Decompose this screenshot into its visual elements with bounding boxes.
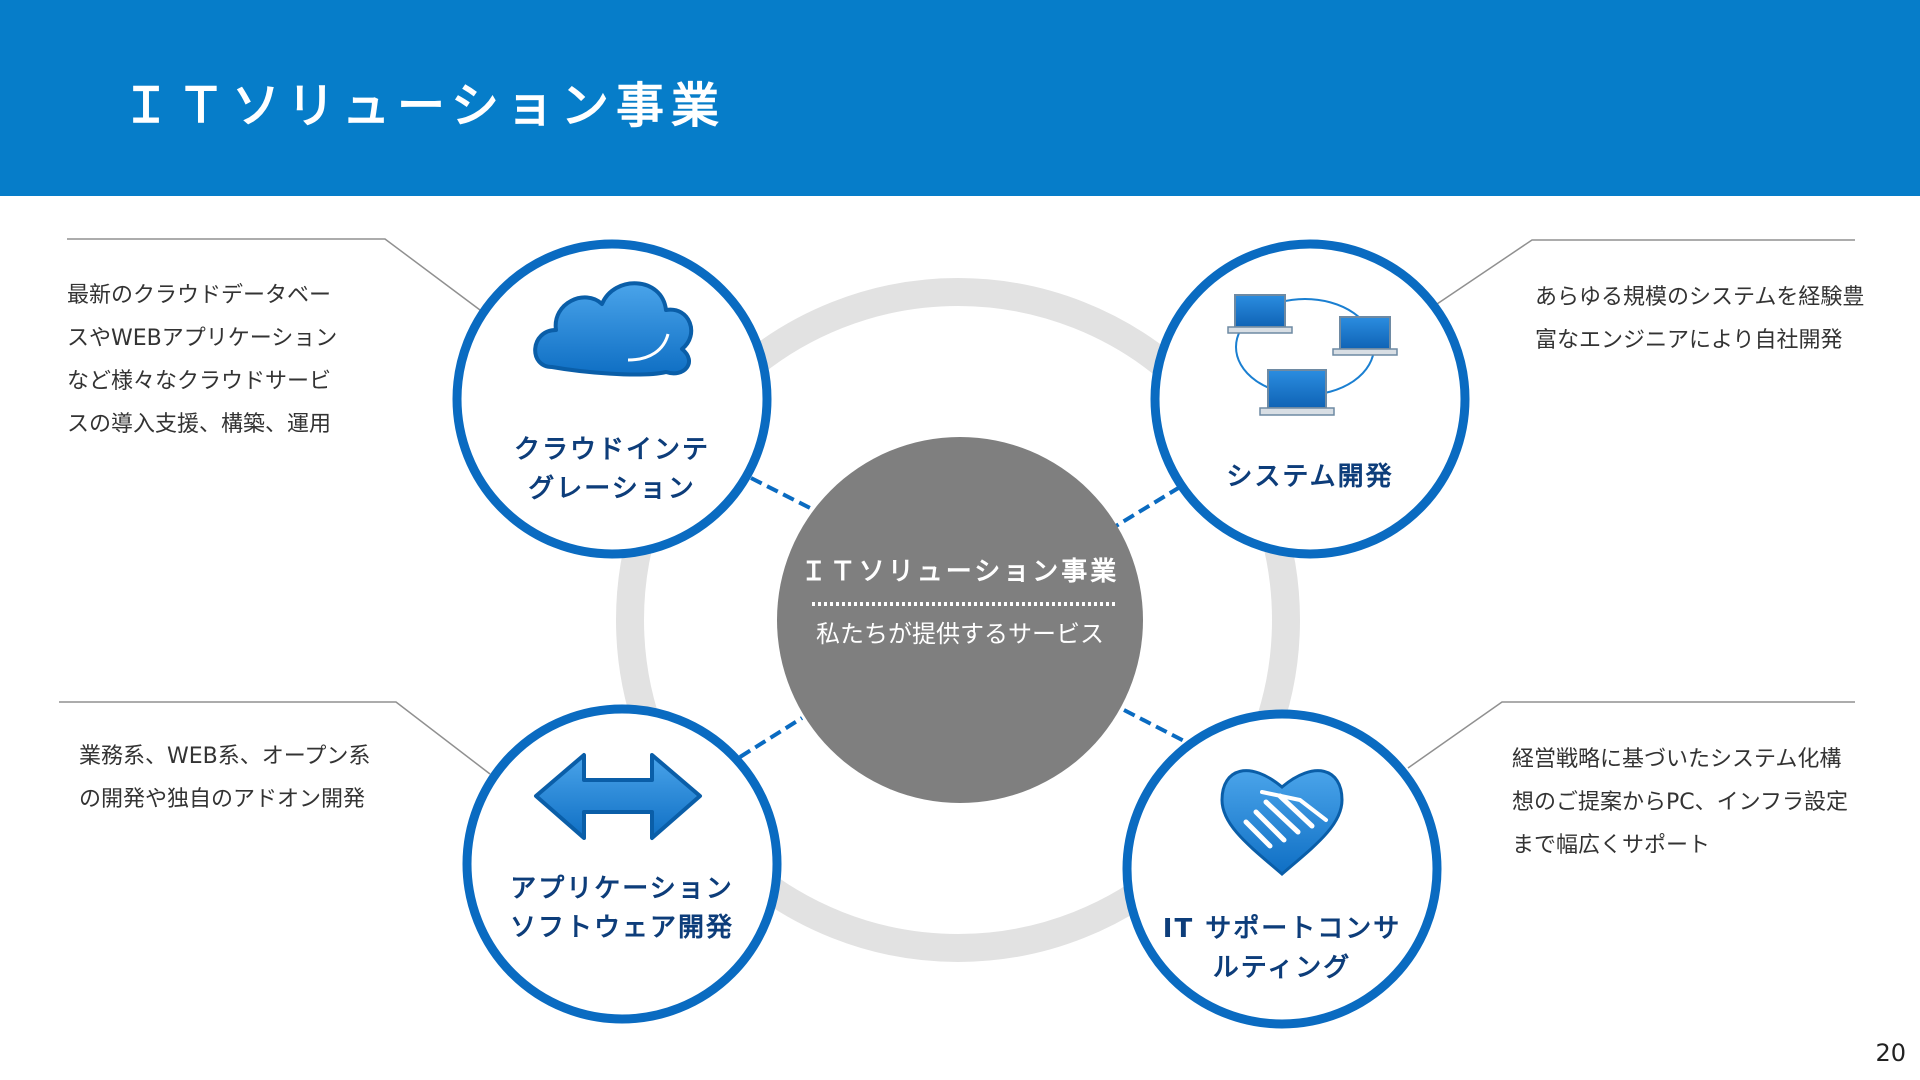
callout-line-application <box>59 701 491 775</box>
service-label-application: アプリケーション ソフトウェア開発 <box>509 874 734 943</box>
double-arrow-icon <box>534 753 702 840</box>
center-subtitle: 私たちが提供するサービス <box>816 620 1104 648</box>
header-bar: ＩＴソリューション事業 <box>0 0 1920 196</box>
description-application: 業務系、WEB系、オープン系 の開発や独自のアドオン開発 <box>79 744 371 812</box>
background-ring <box>616 278 1300 962</box>
description-system: あらゆる規模のシステムを経験豊 富なエンジニアにより自社開発 <box>1535 285 1865 353</box>
center-title: ＩＴソリューション事業 <box>800 557 1120 587</box>
service-circle-application <box>462 704 782 1024</box>
service-label-system: システム開発 <box>1226 462 1394 492</box>
service-label-cloud: クラウドインテ グレーション <box>513 435 710 504</box>
page-title: ＩＴソリューション事業 <box>122 78 727 134</box>
description-cloud: 最新のクラウドデータベー スやWEBアプリケーション など様々なクラウドサービ … <box>67 283 338 437</box>
connector-line-top-left <box>750 476 813 511</box>
description-consulting: 経営戦略に基づいたシステム化構 想のご提案からPC、インフラ設定 まで幅広くサポ… <box>1512 747 1848 858</box>
connector-line-bottom-left <box>738 716 804 759</box>
connector-line-bottom-right <box>1123 708 1187 744</box>
connector-line-top-right <box>1114 485 1182 528</box>
handshake-icon <box>1220 769 1344 876</box>
callout-line-consulting <box>1407 701 1855 769</box>
callout-line-cloud <box>67 238 481 311</box>
page-number: 20 <box>1875 1039 1906 1067</box>
network-computers-icon <box>1227 294 1398 416</box>
callout-line-system <box>1436 239 1855 305</box>
center-circle <box>777 437 1143 803</box>
service-label-consulting: IT サポートコンサ ルティング <box>1162 914 1402 983</box>
cloud-icon <box>533 281 694 377</box>
